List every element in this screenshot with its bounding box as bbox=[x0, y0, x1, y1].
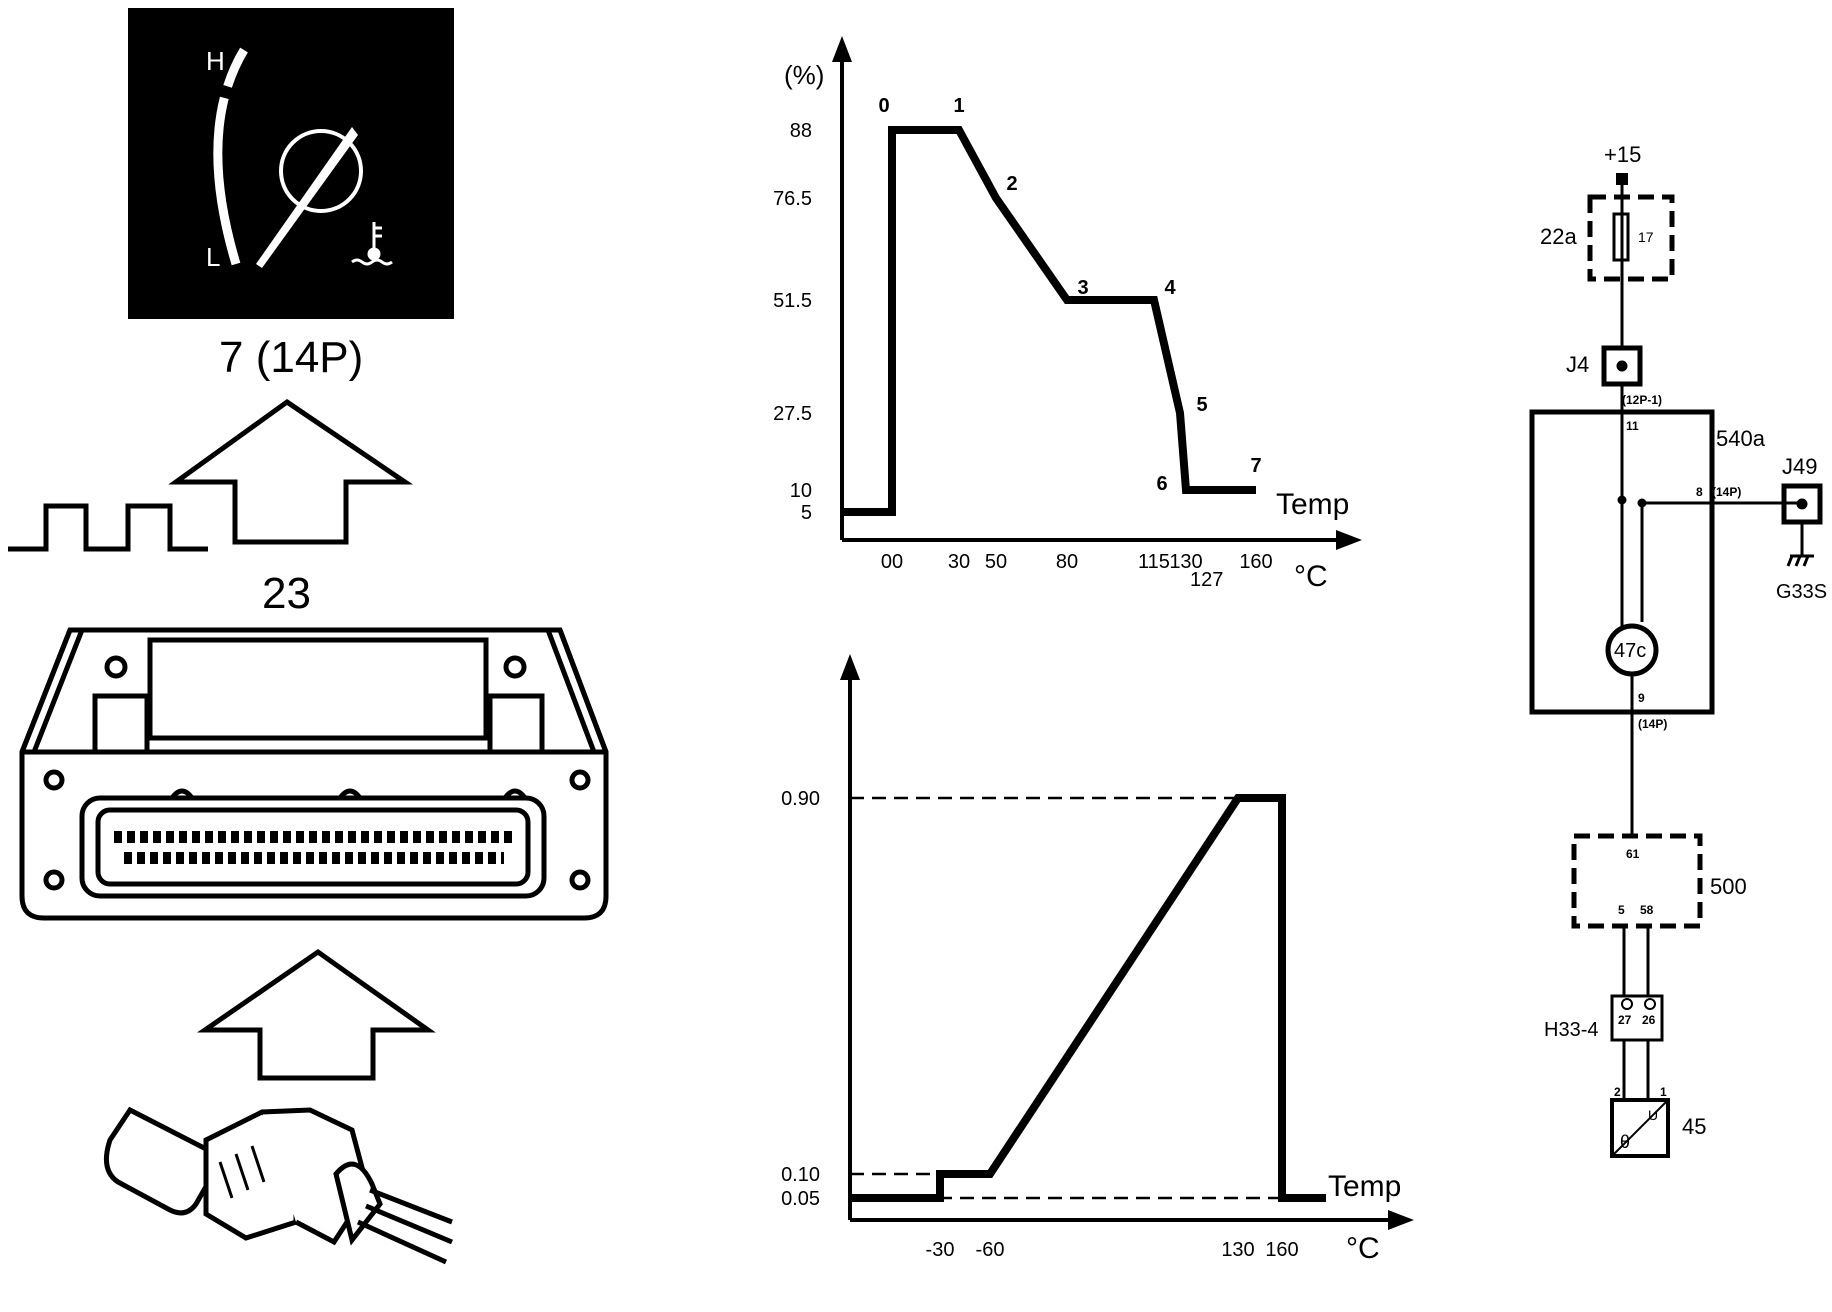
gauge-label: 7 (14P) bbox=[219, 333, 363, 382]
top-x-tick-127: 127 bbox=[1190, 569, 1223, 591]
label-pin-1: 1 bbox=[1660, 1085, 1667, 1099]
top-y-tick: 10 bbox=[790, 480, 812, 502]
label-u: U bbox=[1648, 1107, 1658, 1123]
temperature-gauge: H L bbox=[128, 8, 454, 319]
label-pin-26: 26 bbox=[1642, 1013, 1656, 1027]
label-theta: θ bbox=[1620, 1132, 1630, 1152]
sensor-45 bbox=[1610, 1098, 1670, 1158]
up-arrow-bottom bbox=[196, 948, 436, 1081]
top-y-tick: 27.5 bbox=[773, 403, 812, 425]
temperature-sensor bbox=[103, 1106, 453, 1265]
wiring-diagram bbox=[1529, 173, 1823, 1158]
top-point-label: 4 bbox=[1164, 277, 1176, 299]
bottom-y-tick: 0.05 bbox=[781, 1188, 820, 1210]
top-y-tick: 5 bbox=[801, 502, 812, 524]
label-j49: J49 bbox=[1782, 454, 1817, 479]
label-supply: +15 bbox=[1604, 142, 1641, 167]
label-45: 45 bbox=[1682, 1114, 1706, 1139]
top-point-label: 2 bbox=[1006, 173, 1017, 195]
ecu-box-500 bbox=[1571, 833, 1703, 929]
label-47c: 47c bbox=[1614, 640, 1646, 662]
label-pin-61: 61 bbox=[1626, 847, 1640, 861]
bottom-chart-series-line bbox=[850, 794, 1326, 1202]
bottom-y-tick: 0.90 bbox=[781, 788, 820, 810]
ecu-connector-pins bbox=[114, 831, 512, 864]
square-wave-signal bbox=[8, 503, 208, 552]
top-x-tick: 115 bbox=[1138, 551, 1170, 573]
label-h33-4: H33-4 bbox=[1544, 1019, 1598, 1041]
top-x-tick: 130 bbox=[1169, 551, 1202, 573]
coolant-temp-icon bbox=[351, 222, 393, 266]
ground-symbol bbox=[1786, 554, 1814, 567]
ecu-label: 23 bbox=[262, 569, 311, 618]
gauge-low-label: L bbox=[206, 242, 220, 272]
label-pin-27: 27 bbox=[1618, 1013, 1632, 1027]
top-y-tick: 76.5 bbox=[773, 188, 812, 210]
label-540a: 540a bbox=[1716, 426, 1766, 451]
top-x-tick: 160 bbox=[1239, 551, 1272, 573]
top-point-label: 1 bbox=[953, 95, 964, 117]
label-pin-9: 9 bbox=[1638, 691, 1645, 705]
ecu-unit bbox=[19, 627, 609, 921]
label-fuse-17: 17 bbox=[1638, 229, 1654, 245]
wiring-labels: +15 22a 17 J4 (12P-1) 11 540a 8 (14P) J4… bbox=[1540, 142, 1827, 1152]
top-x-tick: 30 bbox=[948, 551, 970, 573]
top-x-tick: 00 bbox=[881, 551, 903, 573]
label-pin-8: 8 bbox=[1696, 485, 1703, 499]
connector-h33-4 bbox=[1610, 994, 1664, 1042]
label-g33s: G33S bbox=[1776, 581, 1827, 603]
label-j4: J4 bbox=[1566, 352, 1589, 377]
gauge-high-label: H bbox=[206, 46, 225, 76]
bottom-x-tick: -30 bbox=[926, 1239, 955, 1261]
bottom-x-tick: -60 bbox=[976, 1239, 1005, 1261]
top-x-tick: 50 bbox=[985, 551, 1007, 573]
bottom-chart: 0.90 0.100.05 -30 -60 130 160 Temp °C bbox=[781, 654, 1414, 1265]
top-point-label: 3 bbox=[1077, 277, 1088, 299]
bottom-x-tick: 160 bbox=[1265, 1239, 1298, 1261]
bottom-y-tick: 0.10 bbox=[781, 1164, 820, 1186]
label-pin-11: 11 bbox=[1626, 419, 1639, 433]
top-point-label: 7 bbox=[1250, 455, 1261, 477]
label-22a: 22a bbox=[1540, 224, 1577, 249]
bottom-chart-x-label: Temp bbox=[1328, 1170, 1401, 1203]
top-y-tick: 88 bbox=[790, 120, 812, 142]
bottom-x-tick: 130 bbox=[1221, 1239, 1254, 1261]
top-chart-x-unit: °C bbox=[1294, 560, 1328, 593]
top-y-tick: 51.5 bbox=[773, 290, 812, 312]
label-pin-2: 2 bbox=[1614, 1085, 1621, 1099]
top-point-label: 6 bbox=[1156, 473, 1167, 495]
top-point-label: 5 bbox=[1196, 394, 1207, 416]
bottom-chart-x-unit: °C bbox=[1346, 1232, 1380, 1265]
label-pin-5: 5 bbox=[1618, 903, 1625, 917]
top-chart-x-label: Temp bbox=[1276, 488, 1349, 521]
fuse-box bbox=[1587, 194, 1675, 282]
top-x-tick: 80 bbox=[1056, 551, 1078, 573]
top-chart-series-line bbox=[842, 126, 1256, 516]
label-pin-58: 58 bbox=[1640, 903, 1654, 917]
label-14p-a: (14P) bbox=[1712, 485, 1741, 499]
label-12p-1: (12P-1) bbox=[1622, 393, 1662, 407]
up-arrow-top bbox=[168, 398, 414, 545]
supply-terminal bbox=[1616, 173, 1628, 185]
label-500: 500 bbox=[1710, 874, 1747, 899]
top-chart-y-unit: (%) bbox=[784, 60, 824, 90]
label-14p-b: (14P) bbox=[1638, 717, 1667, 731]
top-point-label: 0 bbox=[878, 95, 889, 117]
